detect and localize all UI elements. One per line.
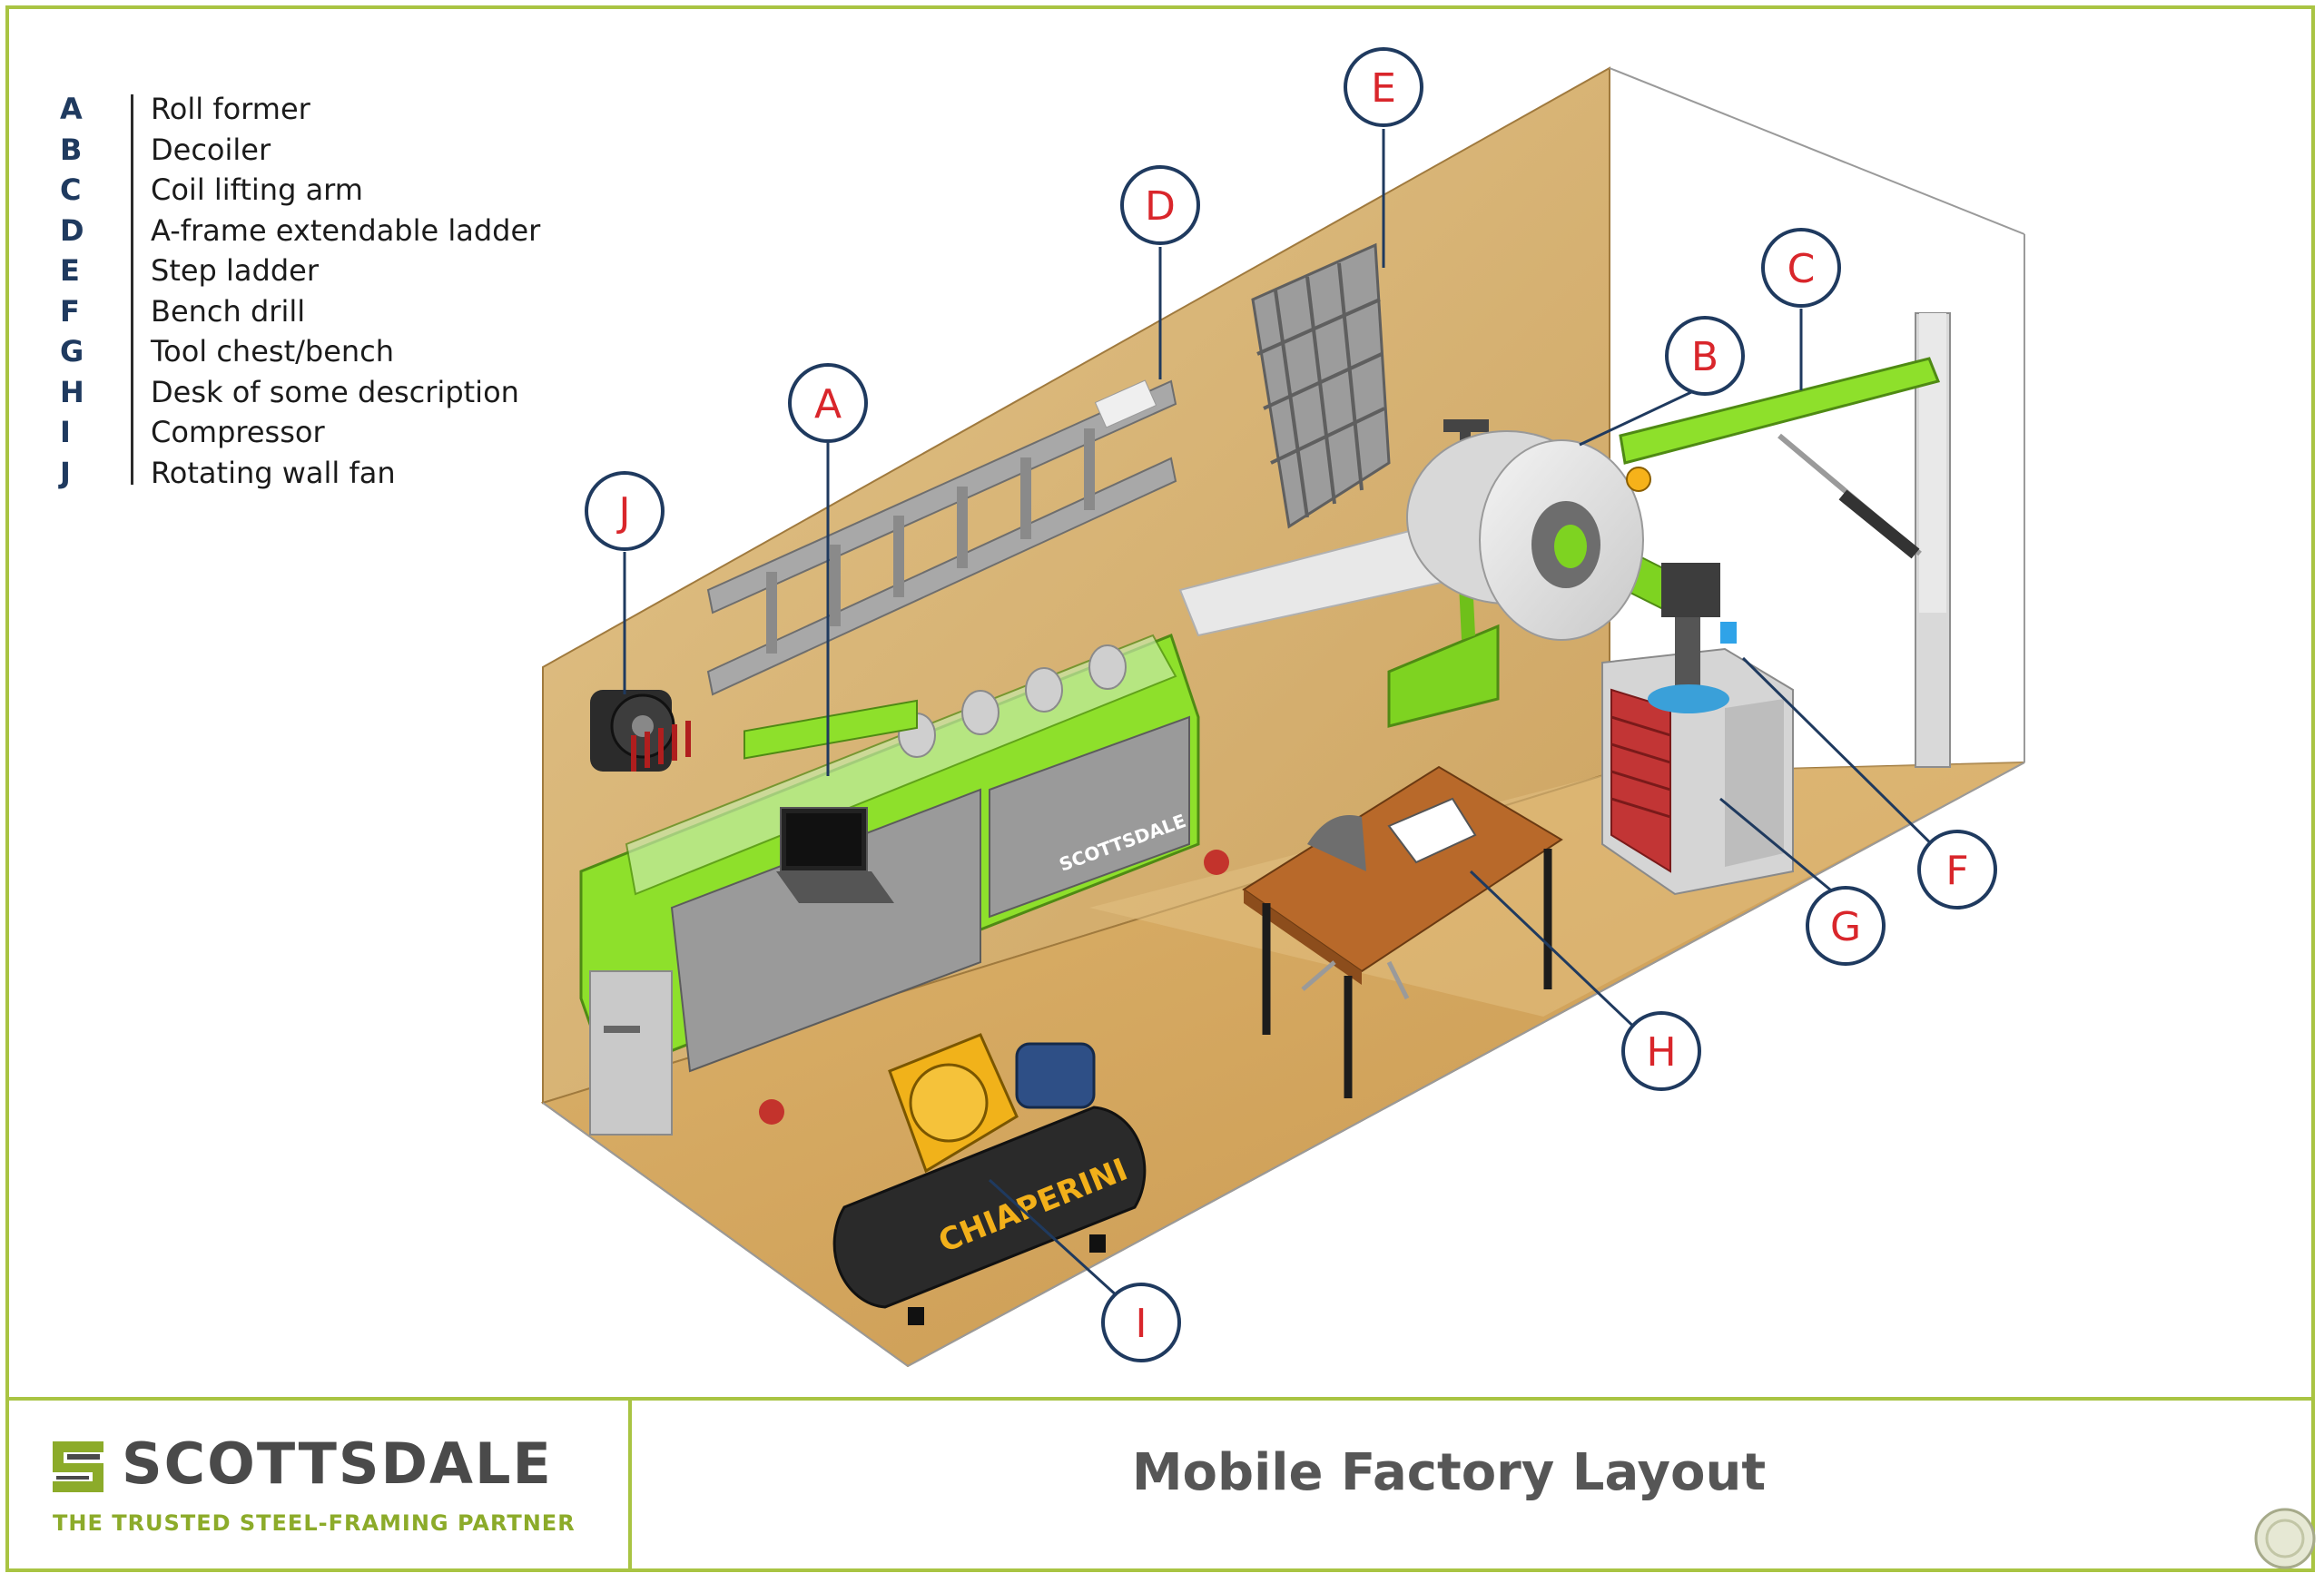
a-frame-extendable-ladder <box>706 379 1177 696</box>
rotating-wall-fan <box>590 690 691 772</box>
svg-text:I: I <box>1136 1301 1147 1347</box>
legend-letter: J <box>60 455 71 490</box>
svg-text:H: H <box>1646 1029 1676 1076</box>
legend-label: Roll former <box>151 92 310 126</box>
bench-drill <box>1648 563 1737 713</box>
callout-d[interactable]: D <box>1120 165 1200 245</box>
tool-chest-bench <box>1601 647 1794 896</box>
front-left-edge <box>542 1102 909 1367</box>
roll-former: SCOTTSDALE <box>579 634 1229 1136</box>
legend-divider <box>131 94 133 485</box>
open-wall-top-edge <box>1609 67 2025 235</box>
legend-letter: A <box>60 92 83 126</box>
page-title: Mobile Factory Layout <box>1131 1443 1767 1502</box>
legend-letter: G <box>60 334 84 369</box>
legend-label: Tool chest/bench <box>151 334 395 369</box>
callout-h[interactable]: H <box>1621 1011 1701 1091</box>
steel-coil <box>1406 430 1644 641</box>
chair <box>1301 815 1410 1000</box>
legend-letter: I <box>60 415 71 449</box>
badge-icon <box>2254 1508 2316 1569</box>
callout-c[interactable]: C <box>1761 228 1841 308</box>
open-wall-floor-edge <box>907 762 2025 1367</box>
callout-markers: A B C D E F G H I J <box>585 47 1997 1362</box>
footer-divider-horizontal <box>5 1397 2315 1401</box>
brand-name: SCOTTSDALE <box>122 1431 553 1497</box>
svg-text:A: A <box>814 381 842 428</box>
svg-text:E: E <box>1371 65 1396 112</box>
legend-label: Coil lifting arm <box>151 172 363 207</box>
desk <box>1242 765 1563 1098</box>
legend-letter: E <box>60 253 80 288</box>
callout-j[interactable]: J <box>585 471 665 551</box>
legend-letter: F <box>60 293 80 329</box>
svg-text:J: J <box>616 489 631 536</box>
callout-f[interactable]: F <box>1917 830 1997 909</box>
callouts <box>623 129 1952 1318</box>
step-ladder <box>1251 242 1391 529</box>
legend-letter: C <box>60 172 82 207</box>
legend-label: A-frame extendable ladder <box>151 212 541 248</box>
compressor: CHIAPERINI <box>832 1033 1147 1325</box>
legend-label: Compressor <box>151 415 325 449</box>
legend-label: Bench drill <box>151 293 306 329</box>
clipboard <box>1387 797 1477 864</box>
svg-text:D: D <box>1145 183 1176 230</box>
coil-lifting-arm <box>1619 312 1951 768</box>
brand-mark-icon <box>53 1441 103 1492</box>
callout-i[interactable]: I <box>1101 1283 1181 1362</box>
callout-b[interactable]: B <box>1665 316 1745 396</box>
legend-label: Desk of some description <box>151 374 519 409</box>
svg-text:G: G <box>1830 904 1861 950</box>
callout-a[interactable]: A <box>788 363 868 443</box>
legend-letter: B <box>60 132 83 167</box>
callout-e[interactable]: E <box>1344 47 1423 127</box>
brand-tagline: THE TRUSTED STEEL-FRAMING PARTNER <box>53 1510 576 1536</box>
callout-g[interactable]: G <box>1806 886 1886 966</box>
svg-text:B: B <box>1691 334 1718 380</box>
svg-text:C: C <box>1787 246 1816 292</box>
legend-label: Rotating wall fan <box>151 455 396 490</box>
legend-letter: D <box>60 212 84 248</box>
footer-divider-vertical <box>628 1399 632 1572</box>
legend-letter: H <box>60 374 84 409</box>
svg-text:F: F <box>1945 848 1968 894</box>
page-frame <box>5 5 2315 1572</box>
legend-label: Decoiler <box>151 132 271 167</box>
legend-label: Step ladder <box>151 253 319 288</box>
